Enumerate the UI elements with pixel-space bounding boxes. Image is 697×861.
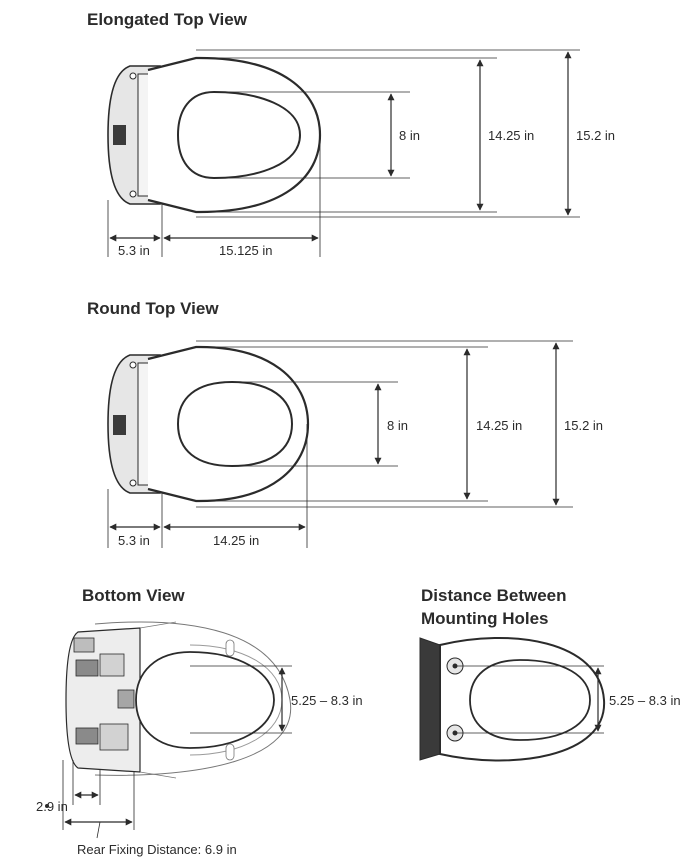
- mounting-seat-opening: [469, 659, 591, 741]
- mounting-title-line2: Mounting Holes: [421, 609, 549, 628]
- elongated-title: Elongated Top View: [87, 10, 247, 29]
- bottom-bumper-pad: [225, 639, 235, 657]
- bottom-seat-opening: [135, 651, 275, 749]
- elongated-dim-rear-depth: 5.3 in: [118, 243, 150, 258]
- elongated-top-view: [107, 49, 580, 257]
- mounting-dim-range: 5.25 – 8.3 in: [609, 693, 681, 708]
- round-dim-opening-width: 8 in: [387, 418, 408, 433]
- round-seat-opening: [176, 380, 294, 468]
- mounting-title-line1: Distance Between: [421, 586, 567, 605]
- elongated-rear-knob: [129, 72, 137, 80]
- bottom-mechanism-part: [75, 659, 99, 677]
- round-dim-seat-length: 14.25 in: [213, 533, 259, 548]
- round-dim-overall-width: 15.2 in: [564, 418, 603, 433]
- bottom-mechanism-part: [99, 653, 125, 677]
- elongated-dim-opening-width: 8 in: [399, 128, 420, 143]
- bottom-offset-pointer: [45, 804, 49, 808]
- mounting-rear-block: [419, 637, 441, 761]
- bottom-mechanism-part: [73, 637, 95, 653]
- bottom-dim-range: 5.25 – 8.3 in: [291, 693, 363, 708]
- bottom-mechanism-part: [117, 689, 135, 709]
- elongated-dim-seat-width: 14.25 in: [488, 128, 534, 143]
- elongated-rear-knob: [129, 190, 137, 198]
- bottom-mechanism-part: [99, 723, 129, 751]
- elongated-dim-overall-width: 15.2 in: [576, 128, 615, 143]
- bottom-bumper-pad: [225, 743, 235, 761]
- bottom-dim-offset: 2.9 in: [36, 799, 68, 814]
- bottom-mechanism-part: [75, 727, 99, 745]
- elongated-dim-seat-length: 15.125 in: [219, 243, 273, 258]
- mounting-holes-view: [419, 636, 606, 762]
- bottom-title: Bottom View: [82, 586, 185, 605]
- round-rear-knob: [129, 479, 137, 487]
- round-dim-seat-width: 14.25 in: [476, 418, 522, 433]
- bottom-view: [45, 621, 292, 839]
- round-top-view: [107, 340, 573, 548]
- elongated-control-panel: [113, 125, 126, 145]
- round-dim-rear-depth: 5.3 in: [118, 533, 150, 548]
- round-rear-knob: [129, 361, 137, 369]
- bottom-dim-rear-fixing: Rear Fixing Distance: 6.9 in: [77, 842, 237, 857]
- round-title: Round Top View: [87, 299, 219, 318]
- round-control-panel: [113, 415, 126, 435]
